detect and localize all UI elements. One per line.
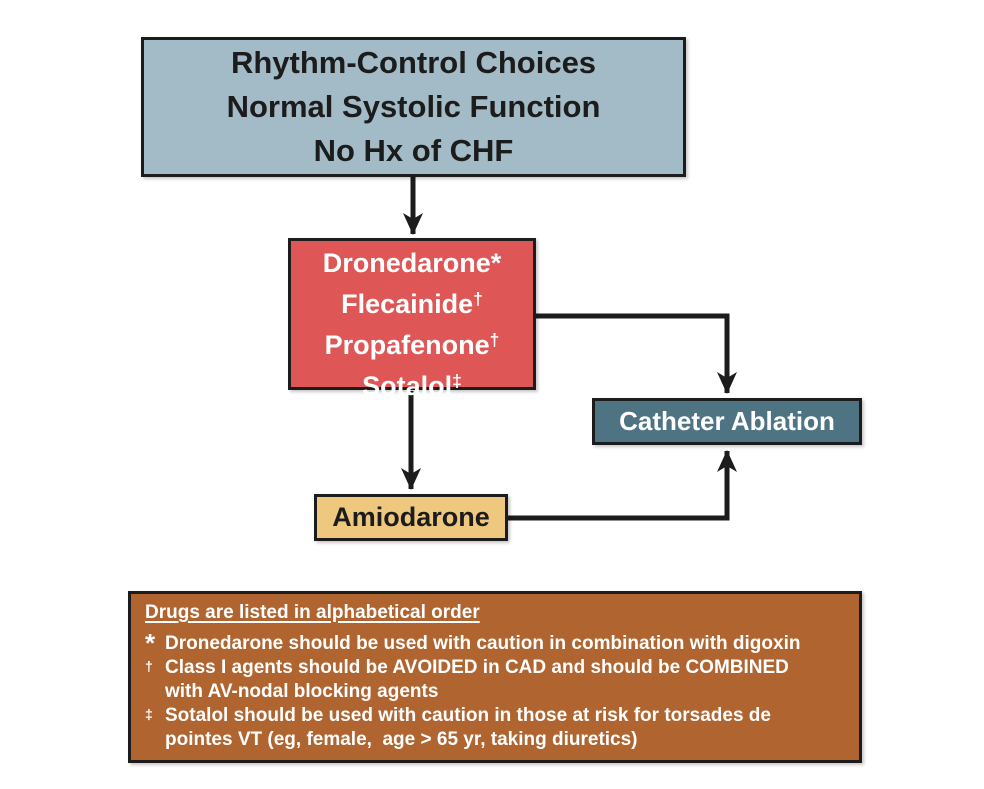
drug-name: Flecainide [341, 288, 474, 319]
footnote-text: Sotalol should be used with caution in t… [165, 705, 771, 750]
footnote-marker-asterisk: * [145, 628, 156, 658]
connector-drugs-to-ablation [535, 313, 737, 394]
catheter-ablation-box: Catheter Ablation [592, 398, 862, 445]
drug-line: Flecainide† [291, 281, 533, 322]
drug-line: Sotalol‡ [291, 363, 533, 404]
footnote-marker-double-dagger: ‡ [145, 706, 153, 722]
footnote-text: Class I agents should be AVOIDED in CAD … [165, 657, 789, 702]
drug-name: Propafenone [324, 329, 490, 360]
title-line-1: Rhythm-Control Choices [230, 45, 597, 80]
drug-line: Propafenone† [291, 322, 533, 363]
footnotes-heading: Drugs are listed in alphabetical order [145, 602, 480, 623]
footnote-item: * Dronedarone should be used with cautio… [145, 628, 847, 658]
drug-options-box: Dronedarone* Flecainide† Propafenone† So… [288, 238, 536, 401]
title-line-3: No Hx of CHF [313, 133, 514, 168]
title-line-2: Normal Systolic Function [226, 89, 601, 124]
connector-amiodarone-to-ablation [507, 450, 737, 521]
amiodarone-label: Amiodarone [332, 502, 490, 532]
amiodarone-box: Amiodarone [314, 494, 508, 541]
footnote-item: † Class I agents should be AVOIDED in CA… [145, 656, 847, 704]
drug-name: Sotalol [362, 370, 453, 401]
footnote-item: ‡ Sotalol should be used with caution in… [145, 704, 847, 752]
drug-marker: ‡ [452, 370, 462, 391]
footnote-text: Dronedarone should be used with caution … [165, 633, 801, 654]
drug-name: Dronedarone [322, 248, 491, 278]
drug-marker: † [473, 289, 483, 309]
catheter-ablation-label: Catheter Ablation [619, 406, 835, 436]
footnote-marker-dagger: † [145, 658, 153, 674]
drug-line: Dronedarone* [291, 245, 533, 281]
drug-marker: * [490, 248, 502, 278]
footnotes-box: Drugs are listed in alphabetical order *… [128, 591, 862, 763]
drug-marker: † [489, 329, 500, 350]
title-box: Rhythm-Control Choices Normal Systolic F… [141, 37, 686, 177]
